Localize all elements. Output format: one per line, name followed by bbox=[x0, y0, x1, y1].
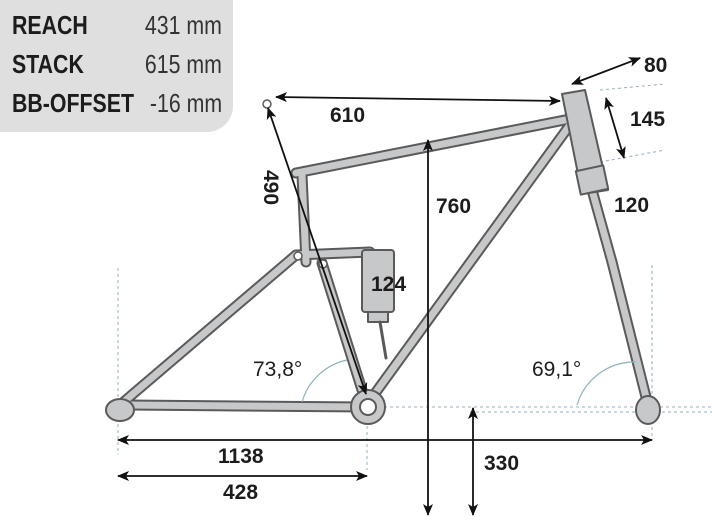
top-tube-arrow bbox=[275, 92, 561, 106]
dimension-arrows bbox=[117, 57, 653, 516]
spec-label-stack: STACK bbox=[12, 49, 84, 79]
label-head-angle: 69,1° bbox=[532, 358, 581, 381]
label-seat-tube: 490 bbox=[259, 170, 282, 205]
spec-row-stack: STACK 615 mm bbox=[12, 49, 222, 85]
guide-headtube-top bbox=[599, 83, 666, 91]
head-angle-arc bbox=[576, 361, 637, 406]
label-bb-height: 330 bbox=[484, 452, 519, 475]
label-fork-offset: 120 bbox=[614, 194, 649, 217]
down-tube bbox=[364, 114, 579, 407]
rear-dropout bbox=[105, 398, 135, 422]
stem-arrow bbox=[571, 57, 641, 85]
seat-tube-arrow bbox=[266, 107, 368, 395]
label-chainstay: 428 bbox=[223, 481, 258, 504]
spec-value-reach: 431 mm bbox=[144, 10, 222, 40]
label-standover: 760 bbox=[436, 195, 471, 218]
bottom-bracket-axle bbox=[359, 398, 377, 416]
shock-shaft bbox=[378, 320, 388, 360]
spec-value-bb-offset: -16 mm bbox=[149, 88, 222, 118]
seatstay bbox=[116, 251, 300, 409]
fork-dropout bbox=[635, 395, 661, 425]
fork-upper bbox=[588, 186, 616, 266]
spec-row-reach: REACH 431 mm bbox=[12, 10, 222, 46]
pivot-upper bbox=[293, 251, 303, 261]
label-wheelbase: 1138 bbox=[218, 445, 264, 468]
spec-value-stack: 615 mm bbox=[144, 49, 222, 79]
spec-label-bb-offset: BB-OFFSET bbox=[12, 88, 134, 118]
seat-angle-arc bbox=[301, 359, 348, 403]
label-head-tube: 145 bbox=[630, 108, 665, 131]
spec-row-bb-offset: BB-OFFSET -16 mm bbox=[12, 88, 222, 124]
seat-tube-top bbox=[262, 99, 272, 109]
dimension-labels: 610 490 80 145 120 760 124 1138 428 330 … bbox=[218, 54, 667, 504]
fork-lower bbox=[608, 258, 652, 409]
guide-headtube-bottom bbox=[599, 149, 666, 163]
label-top-tube: 610 bbox=[330, 104, 365, 127]
spec-label-reach: REACH bbox=[12, 10, 88, 40]
chainstay bbox=[116, 401, 372, 411]
fork-crown bbox=[574, 164, 610, 196]
label-shock: 124 bbox=[371, 273, 406, 296]
head-tube-arrow bbox=[604, 97, 626, 159]
geometry-spec-panel: REACH 431 mm STACK 615 mm BB-OFFSET -16 … bbox=[0, 0, 233, 132]
rocker-link bbox=[292, 248, 374, 259]
guide-lines bbox=[117, 83, 712, 470]
label-stem: 80 bbox=[644, 54, 667, 77]
shock-eyelet bbox=[367, 311, 389, 323]
label-seat-angle: 73,8° bbox=[253, 358, 302, 381]
